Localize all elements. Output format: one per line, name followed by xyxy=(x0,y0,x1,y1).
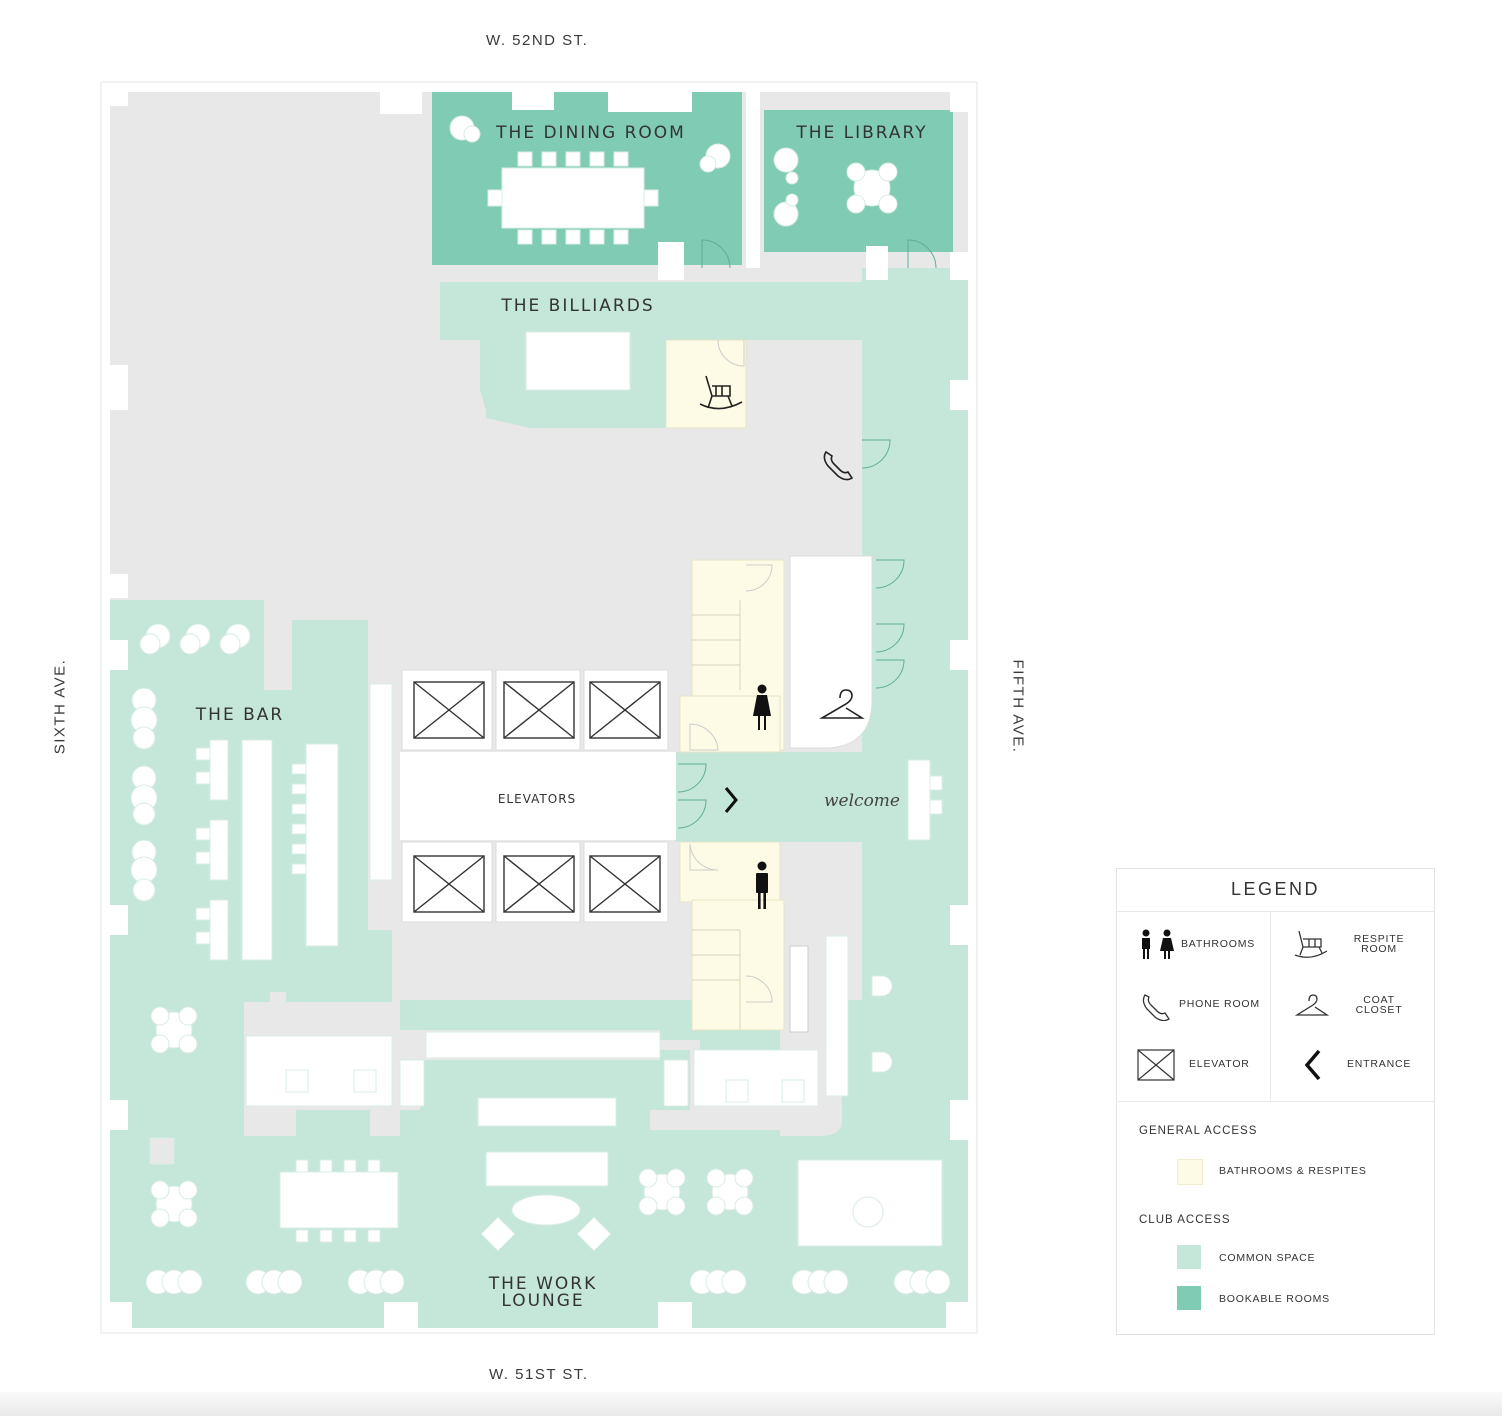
street-north: W. 52ND ST. xyxy=(486,32,589,49)
legend-respite-1: RESPITE xyxy=(1353,933,1405,945)
women-icon-plan xyxy=(753,684,771,730)
label-welcome: welcome xyxy=(824,791,900,811)
legend-bookable-rooms: BOOKABLE ROOMS xyxy=(1219,1293,1330,1305)
entrance-arrow-plan xyxy=(724,787,738,813)
swatch-bookable-rooms xyxy=(1177,1286,1201,1310)
legend: LEGEND BATHROOMS RESPITE ROOM PHONE ROOM… xyxy=(1116,868,1435,1335)
core-curve-north xyxy=(745,340,862,556)
legend-respite-2: ROOM xyxy=(1361,943,1397,955)
swatch-common-space xyxy=(1177,1245,1201,1269)
phone-icon-plan xyxy=(823,450,854,481)
label-work-lounge-2: LOUNGE xyxy=(501,1291,584,1311)
coat-hanger-icon xyxy=(1294,994,1329,1016)
coat-closet xyxy=(789,555,873,749)
elevator-icon xyxy=(1137,1049,1175,1081)
legend-coat-1: COAT xyxy=(1363,994,1395,1006)
respite-icon-plan xyxy=(699,375,743,410)
legend-entrance: ENTRANCE xyxy=(1347,1058,1412,1070)
elevator-lobby xyxy=(400,752,676,840)
coat-hanger-icon-plan xyxy=(819,689,865,719)
legend-club-access: CLUB ACCESS xyxy=(1139,1214,1231,1226)
entrance-icon xyxy=(1304,1049,1321,1081)
legend-coat-2: CLOSET xyxy=(1355,1004,1403,1016)
legend-elevator: ELEVATOR xyxy=(1189,1058,1250,1070)
legend-phone: PHONE ROOM xyxy=(1179,998,1260,1010)
legend-general-access: GENERAL ACCESS xyxy=(1139,1125,1258,1137)
pillars xyxy=(110,92,968,1328)
swatch-respites xyxy=(1177,1159,1203,1185)
phone-icon xyxy=(1142,994,1170,1021)
label-work-lounge-1: THE WORK xyxy=(488,1274,597,1294)
bathrooms-icon xyxy=(1142,929,1174,959)
label-dining-room: THE DINING ROOM xyxy=(495,123,686,143)
respite-icon xyxy=(1294,930,1328,958)
legend-common-space: COMMON SPACE xyxy=(1219,1252,1316,1264)
legend-bathrooms-respites: BATHROOMS & RESPITES xyxy=(1219,1165,1367,1177)
label-bar: THE BAR xyxy=(195,705,284,725)
label-billiards: THE BILLIARDS xyxy=(500,296,654,316)
furniture xyxy=(130,115,951,1295)
label-elevators: ELEVATORS xyxy=(498,792,576,806)
men-icon-plan xyxy=(756,861,768,909)
legend-bathrooms: BATHROOMS xyxy=(1181,938,1256,950)
legend-title: LEGEND xyxy=(1230,879,1321,899)
bottom-bar xyxy=(0,1392,1502,1416)
street-south: W. 51ST ST. xyxy=(489,1366,589,1383)
label-library: THE LIBRARY xyxy=(795,123,927,143)
